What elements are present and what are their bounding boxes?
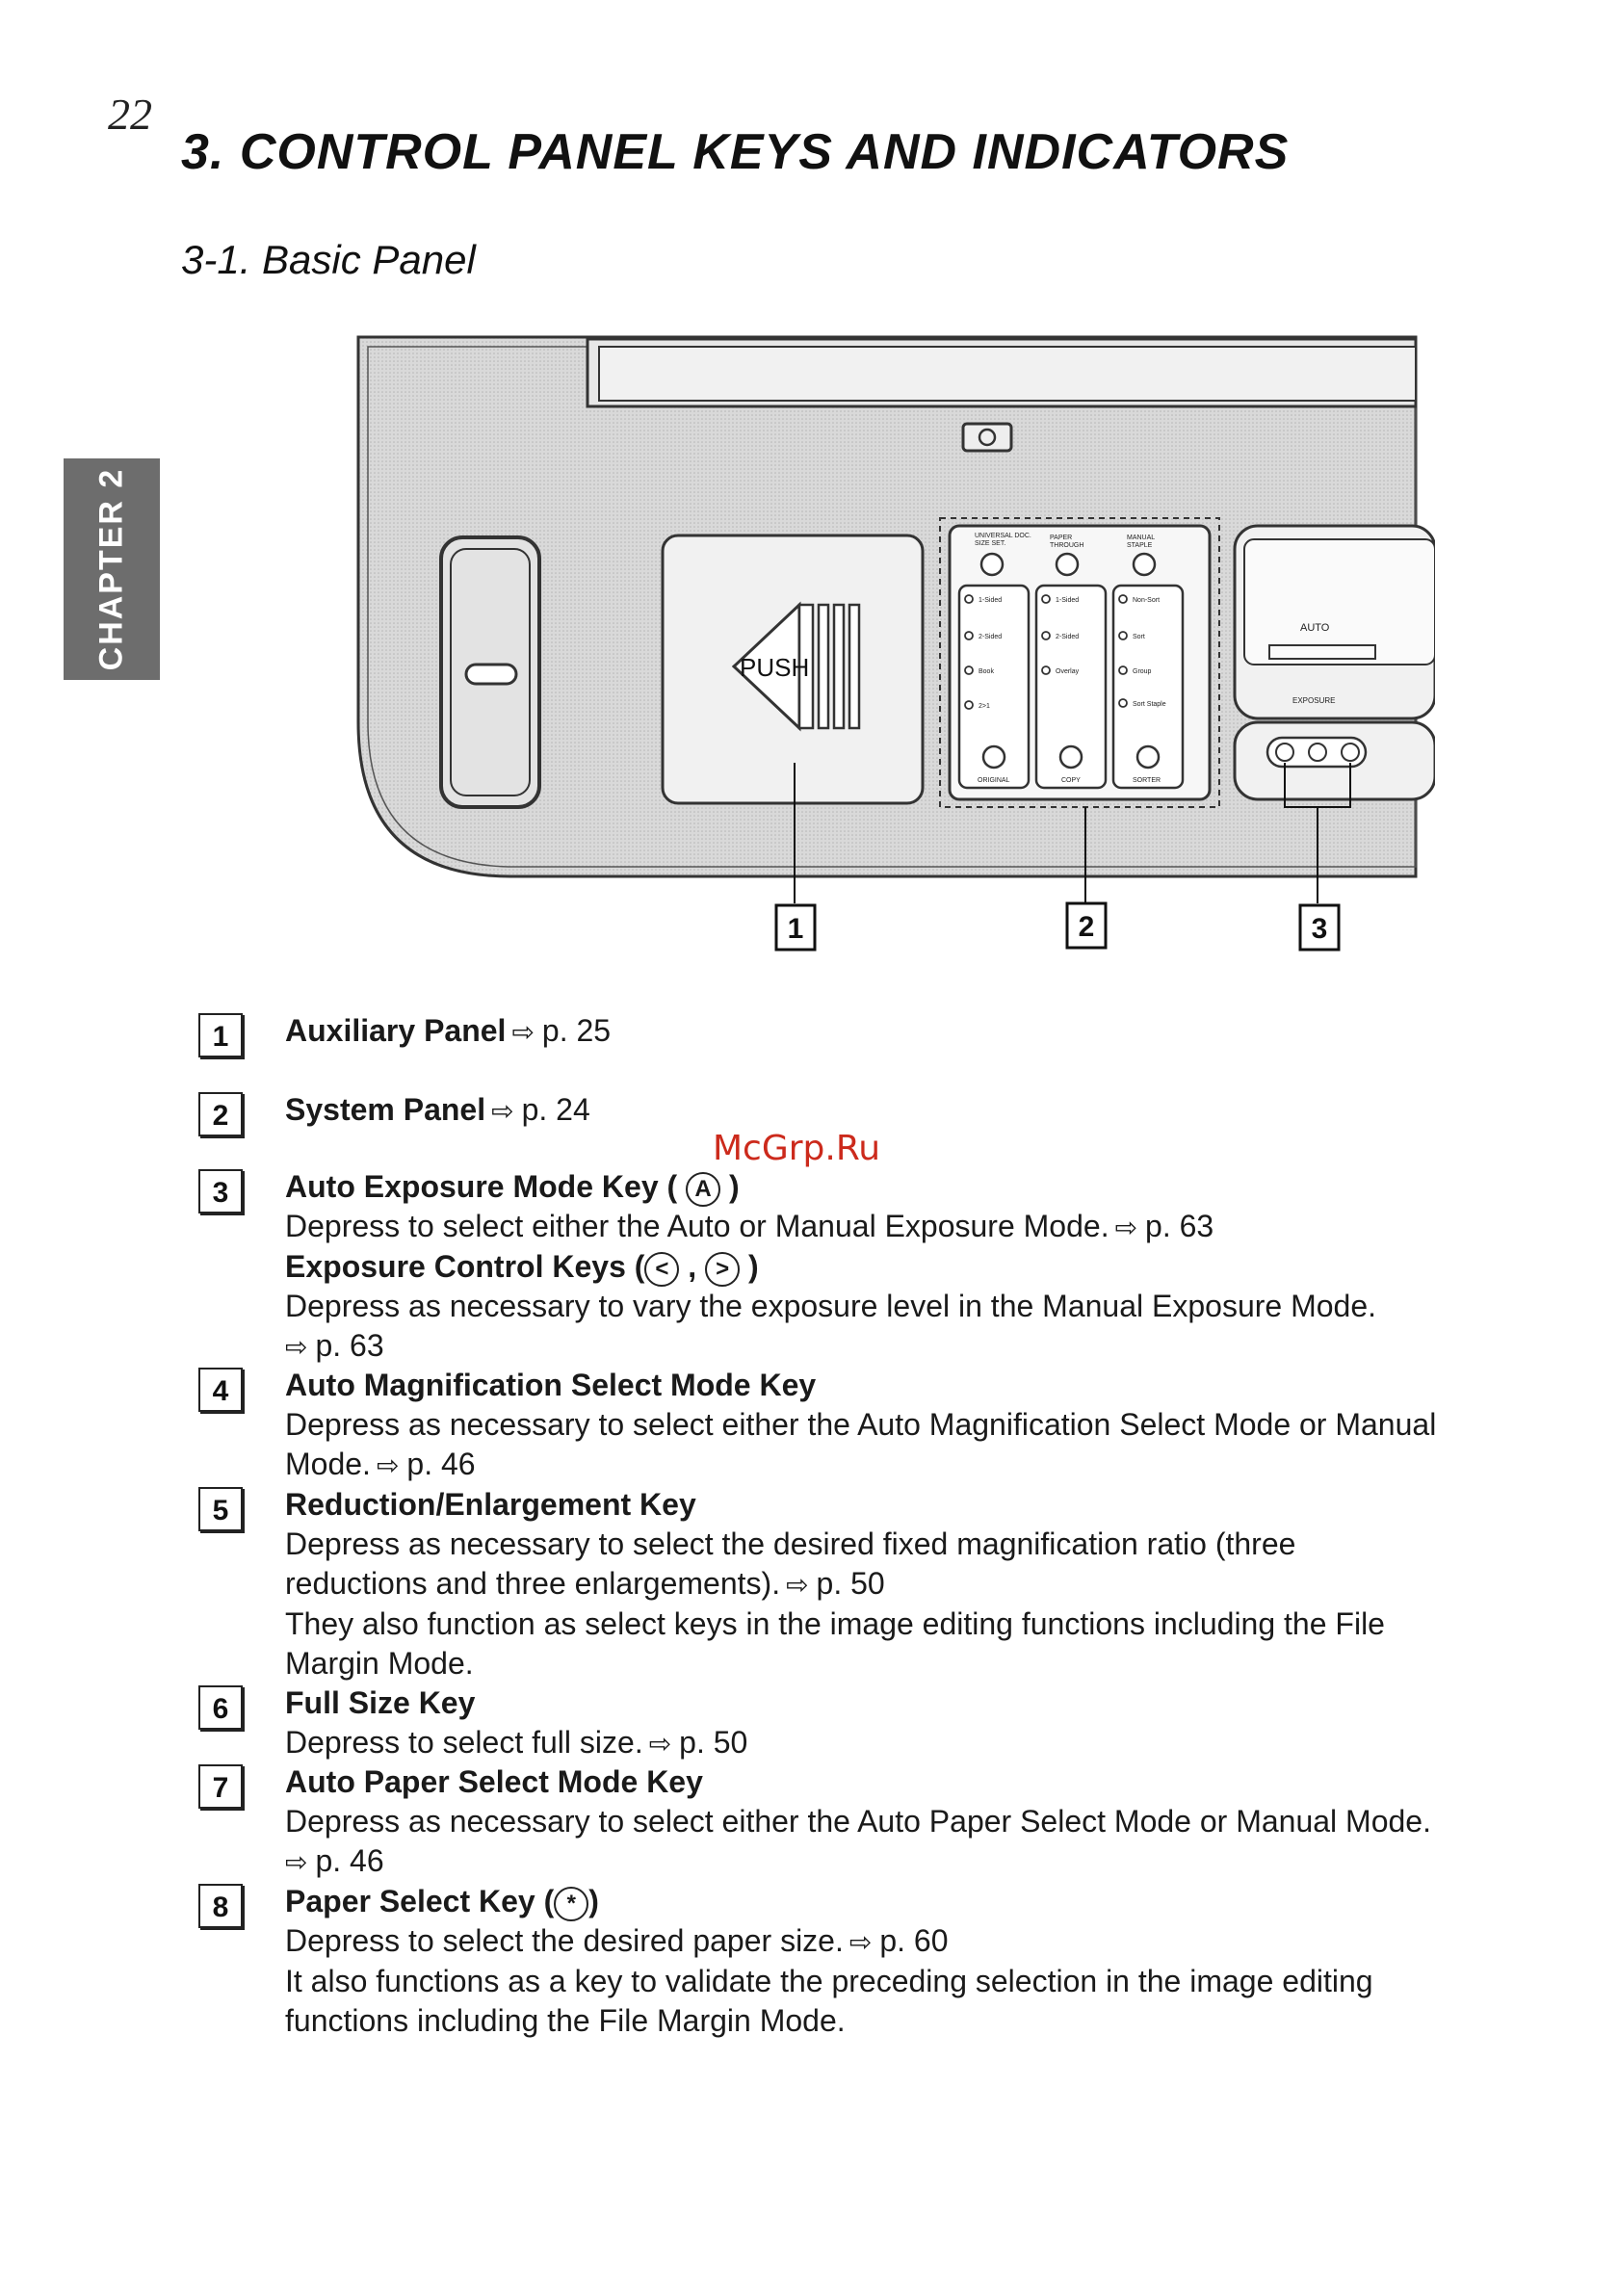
item-title: Paper Select Key ( bbox=[285, 1884, 555, 1918]
svg-text:Book: Book bbox=[979, 668, 994, 675]
item-number: 6 bbox=[198, 1685, 243, 1730]
svg-text:2>1: 2>1 bbox=[979, 703, 990, 710]
svg-text:Sort Staple: Sort Staple bbox=[1133, 701, 1166, 708]
page-ref: p. 46 bbox=[315, 1843, 384, 1878]
page-ref: p. 63 bbox=[315, 1328, 384, 1363]
page-ref: p. 60 bbox=[879, 1923, 949, 1958]
chapter-tab: CHAPTER 2 bbox=[64, 458, 160, 680]
svg-text:MANUAL: MANUAL bbox=[1127, 535, 1155, 541]
left-key-icon: < bbox=[644, 1251, 680, 1287]
pointer-arrow-icon: ⇨ bbox=[285, 1847, 308, 1877]
svg-text:1-Sided: 1-Sided bbox=[979, 597, 1002, 604]
pointer-arrow-icon: ⇨ bbox=[648, 1729, 672, 1759]
svg-text:Sort: Sort bbox=[1133, 634, 1145, 640]
svg-text:1-Sided: 1-Sided bbox=[1056, 597, 1079, 604]
item-desc: Margin Mode. bbox=[285, 1646, 474, 1681]
item-desc: Depress as necessary to vary the exposur… bbox=[285, 1289, 1377, 1323]
callout-2: 2 bbox=[1079, 911, 1095, 943]
pointer-arrow-icon: ⇨ bbox=[491, 1096, 514, 1126]
svg-text:Group: Group bbox=[1133, 668, 1152, 675]
svg-text:COPY: COPY bbox=[1061, 777, 1081, 784]
item-desc: Depress to select the desired paper size… bbox=[285, 1923, 844, 1958]
item-number: 7 bbox=[198, 1764, 243, 1809]
item-title: Auxiliary Panel bbox=[285, 1013, 507, 1048]
paper-select-key-icon: * bbox=[554, 1886, 589, 1921]
svg-text:SORTER: SORTER bbox=[1133, 777, 1161, 784]
item-desc: They also function as select keys in the… bbox=[285, 1606, 1385, 1641]
item-title: Reduction/Enlargement Key bbox=[285, 1487, 696, 1522]
svg-text:THROUGH: THROUGH bbox=[1050, 542, 1083, 549]
svg-text:SIZE SET.: SIZE SET. bbox=[975, 540, 1005, 547]
svg-text:Overlay: Overlay bbox=[1056, 668, 1080, 675]
item-desc: functions including the File Margin Mode… bbox=[285, 2003, 846, 2038]
page-ref: p. 50 bbox=[816, 1566, 885, 1601]
svg-text:UNIVERSAL DOC.: UNIVERSAL DOC. bbox=[975, 533, 1031, 539]
callout-3: 3 bbox=[1312, 913, 1328, 945]
pointer-arrow-icon: ⇨ bbox=[511, 1017, 535, 1047]
svg-text:EXPOSURE: EXPOSURE bbox=[1292, 696, 1335, 705]
item-desc: Depress as necessary to select either th… bbox=[285, 1804, 1431, 1839]
svg-text:2-Sided: 2-Sided bbox=[979, 634, 1002, 640]
item-title: Auto Magnification Select Mode Key bbox=[285, 1368, 817, 1402]
pointer-arrow-icon: ⇨ bbox=[285, 1332, 308, 1362]
item-number: 8 bbox=[198, 1884, 243, 1928]
page-ref: p. 24 bbox=[521, 1092, 590, 1127]
svg-text:PAPER: PAPER bbox=[1050, 535, 1072, 541]
item-desc: Depress to select full size. bbox=[285, 1725, 643, 1760]
item-desc: It also functions as a key to validate t… bbox=[285, 1964, 1373, 1998]
item-title: Auto Exposure Mode Key ( bbox=[285, 1169, 678, 1204]
item-desc: Depress as necessary to select either th… bbox=[285, 1407, 1437, 1442]
item-desc: Mode. bbox=[285, 1447, 371, 1481]
chapter-tab-label: CHAPTER 2 bbox=[92, 467, 130, 671]
svg-text:Non-Sort: Non-Sort bbox=[1133, 597, 1160, 604]
pointer-arrow-icon: ⇨ bbox=[376, 1450, 400, 1480]
item-title: System Panel bbox=[285, 1092, 486, 1127]
svg-text:AUTO: AUTO bbox=[1300, 622, 1330, 634]
page-ref: p. 50 bbox=[679, 1725, 748, 1760]
item-title: Exposure Control Keys ( bbox=[285, 1249, 645, 1284]
page-number: 22 bbox=[108, 90, 152, 139]
item-number: 3 bbox=[198, 1169, 243, 1213]
page-ref: p. 46 bbox=[406, 1447, 476, 1481]
item-desc: Depress as necessary to select the desir… bbox=[285, 1526, 1296, 1561]
title-end: ) bbox=[588, 1884, 599, 1918]
section-title: 3-1. Basic Panel bbox=[181, 237, 476, 282]
pointer-arrow-icon: ⇨ bbox=[1114, 1213, 1138, 1242]
item-number: 4 bbox=[198, 1368, 243, 1412]
right-key-icon: > bbox=[705, 1251, 741, 1287]
auto-key-icon: A bbox=[686, 1171, 721, 1207]
pointer-arrow-icon: ⇨ bbox=[786, 1570, 809, 1600]
basic-panel-diagram: PUSH UNIVERSAL DOC.SIZE SET. PAPERTHROUG… bbox=[356, 335, 1435, 952]
title-end: ) bbox=[747, 1249, 759, 1284]
title-end: ) bbox=[728, 1169, 740, 1204]
callout-1: 1 bbox=[788, 913, 804, 945]
item-number: 1 bbox=[198, 1013, 243, 1057]
item-title: Auto Paper Select Mode Key bbox=[285, 1764, 703, 1799]
page-ref: p. 25 bbox=[541, 1013, 612, 1048]
item-title: Full Size Key bbox=[285, 1685, 476, 1720]
item-desc: Depress to select either the Auto or Man… bbox=[285, 1209, 1109, 1243]
svg-text:STAPLE: STAPLE bbox=[1127, 542, 1153, 549]
page-title: 3. CONTROL PANEL KEYS AND INDICATORS bbox=[181, 124, 1290, 180]
pointer-arrow-icon: ⇨ bbox=[848, 1927, 873, 1957]
push-label: PUSH bbox=[740, 653, 809, 682]
watermark: McGrp.Ru bbox=[713, 1129, 881, 1168]
item-number: 2 bbox=[198, 1092, 243, 1136]
item-number: 5 bbox=[198, 1487, 243, 1531]
svg-text:2-Sided: 2-Sided bbox=[1056, 634, 1079, 640]
page-ref: p. 63 bbox=[1145, 1209, 1214, 1243]
svg-text:ORIGINAL: ORIGINAL bbox=[978, 777, 1010, 784]
item-desc: reductions and three enlargements). bbox=[285, 1566, 781, 1601]
